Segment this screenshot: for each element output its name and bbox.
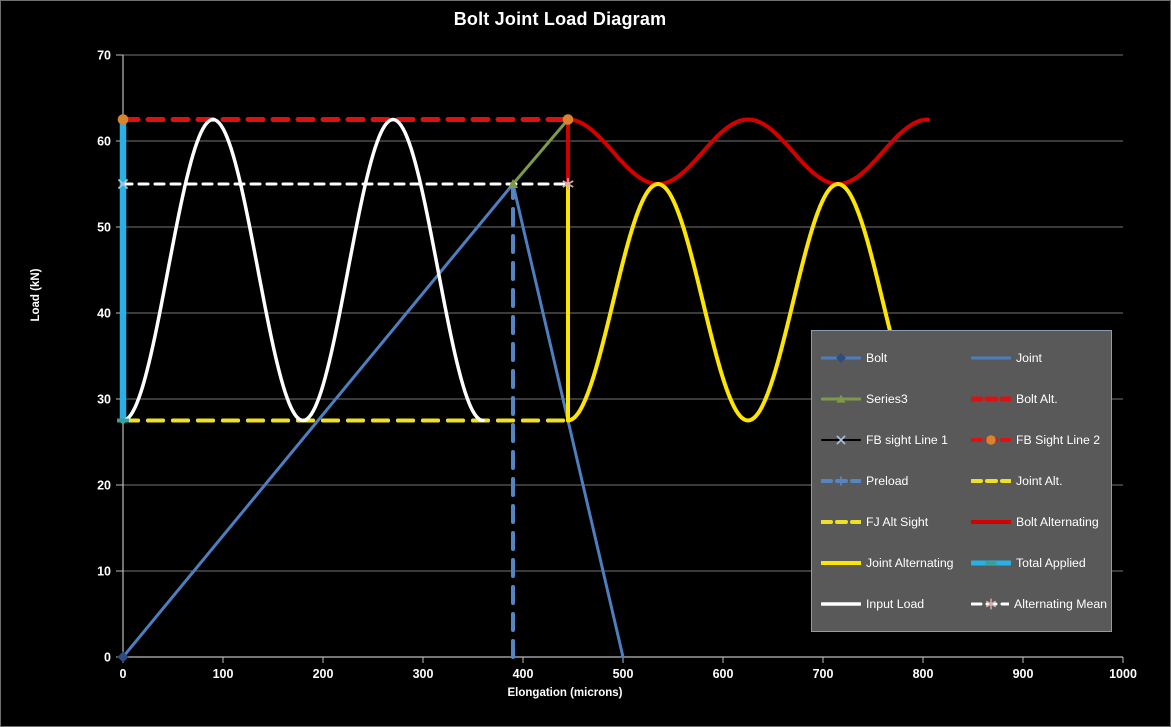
- legend-swatch-alternating-mean: [971, 599, 1010, 610]
- legend-item-series3[interactable]: Series3: [821, 378, 971, 419]
- legend-item-label: Preload: [866, 473, 909, 488]
- chart-title: Bolt Joint Load Diagram: [453, 9, 667, 29]
- legend-item-preload[interactable]: Preload: [821, 460, 971, 501]
- legend-item-bolt-alt[interactable]: Bolt Alt.: [971, 378, 1107, 419]
- series3-marker: [508, 179, 518, 188]
- x-tick-label: 1000: [1109, 667, 1137, 681]
- x-tick-label: 0: [120, 667, 127, 681]
- y-tick-label: 50: [97, 221, 111, 235]
- x-tick-label: 400: [513, 667, 534, 681]
- legend-swatch-series3: [821, 394, 861, 403]
- legend-swatch-joint: [971, 356, 1011, 360]
- y-tick-label: 70: [97, 49, 111, 63]
- series-bolt-alternating-line: [566, 117, 930, 186]
- legend-item-label: FB Sight Line 2: [1016, 432, 1101, 447]
- legend-swatch-bolt: [821, 352, 861, 363]
- legend-item-label: Joint Alt.: [1016, 473, 1063, 488]
- legend-item-fj-alt-sight[interactable]: FJ Alt Sight: [821, 502, 971, 543]
- legend-item-joint-alternating[interactable]: Joint Alternating: [821, 543, 971, 584]
- legend-item-label: Input Load: [866, 597, 925, 612]
- legend-item-total-applied[interactable]: Total Applied: [971, 543, 1107, 584]
- legend-swatch-fj-alt-sight: [821, 520, 861, 525]
- legend-item-joint[interactable]: Joint: [971, 337, 1107, 378]
- x-tick-label: 600: [713, 667, 734, 681]
- fb-sight-line-1-marker: [117, 178, 129, 190]
- y-tick-label: 60: [97, 135, 111, 149]
- series-input-load-line: [121, 117, 485, 423]
- legend-item-fb-sight-line-1[interactable]: FB sight Line 1: [821, 419, 971, 460]
- legend-item-label: Joint: [1016, 350, 1042, 365]
- legend-item-label: Bolt Alternating: [1016, 515, 1099, 530]
- total-applied-marker: [117, 418, 129, 423]
- legend-swatch-input-load: [821, 602, 861, 607]
- x-axis-title: Elongation (microns): [507, 687, 623, 699]
- legend-swatch-bolt-alt: [971, 396, 1011, 402]
- legend-swatch-bolt-alternating: [971, 520, 1011, 525]
- legend-swatch-fb-sight-line-1: [821, 435, 861, 445]
- legend-item-label: Total Applied: [1016, 556, 1086, 571]
- legend-item-label: Bolt: [866, 350, 888, 365]
- legend-item-fb-sight-line-2[interactable]: FB Sight Line 2: [971, 419, 1107, 460]
- legend-swatch-joint-alternating: [821, 561, 861, 566]
- series-joint-alternating-line: [566, 182, 930, 423]
- legend-item-label: Joint Alternating: [866, 556, 954, 571]
- y-tick-label: 0: [104, 651, 111, 665]
- legend-item-joint-alt[interactable]: Joint Alt.: [971, 460, 1107, 501]
- x-tick-label: 800: [913, 667, 934, 681]
- y-tick-label: 20: [97, 479, 111, 493]
- y-tick-label: 10: [97, 565, 111, 579]
- legend-swatch-preload: [821, 476, 861, 486]
- x-tick-label: 900: [1013, 667, 1034, 681]
- fb-sight-line-2-marker: [562, 114, 574, 125]
- x-tick-label: 500: [613, 667, 634, 681]
- y-tick-label: 40: [97, 307, 111, 321]
- x-tick-label: 700: [813, 667, 834, 681]
- x-tick-label: 300: [413, 667, 434, 681]
- legend-item-label: Alternating Mean: [1014, 597, 1107, 612]
- legend-swatch-fb-sight-line-2: [971, 435, 1011, 445]
- legend-item-label: FB sight Line 1: [866, 432, 949, 447]
- y-tick-label: 30: [97, 393, 111, 407]
- legend-swatch-total-applied: [971, 560, 1011, 566]
- legend-item-label: Bolt Alt.: [1016, 391, 1058, 406]
- series-bolt-line: [121, 182, 515, 659]
- legend-item-alternating-mean[interactable]: Alternating Mean: [971, 584, 1107, 625]
- x-tick-label: 200: [313, 667, 334, 681]
- series-series3-line: [511, 118, 570, 186]
- fb-sight-line-2-marker: [117, 114, 129, 125]
- legend-swatch-joint-alt: [971, 478, 1011, 483]
- legend-item-bolt[interactable]: Bolt: [821, 337, 971, 378]
- legend-item-input-load[interactable]: Input Load: [821, 584, 971, 625]
- alternating-mean-marker: [562, 178, 574, 190]
- legend-item-bolt-alternating[interactable]: Bolt Alternating: [971, 502, 1107, 543]
- bolt-marker: [117, 651, 129, 663]
- legend-item-label: Series3: [866, 391, 908, 406]
- x-tick-label: 100: [213, 667, 234, 681]
- legend-item-label: FJ Alt Sight: [866, 515, 929, 530]
